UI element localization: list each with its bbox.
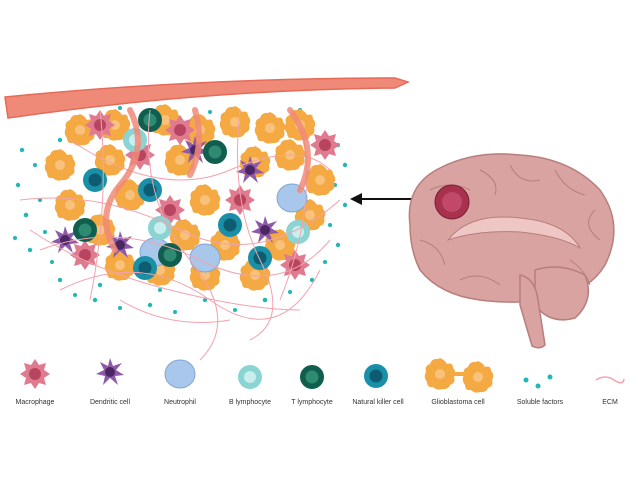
brain-illustration	[408, 153, 615, 349]
legend-b-lymphocyte-icon	[238, 365, 262, 389]
legend-label-nk-cell: Natural killer cell	[352, 399, 404, 406]
legend-ecm-icon	[595, 376, 625, 384]
legend-label-glioblastoma-cell: Glioblastoma cell	[431, 399, 485, 406]
legend-icons	[20, 358, 625, 393]
legend-label-b-lymphocyte: B lymphocyte	[228, 399, 272, 406]
blood-vessel-branches	[103, 107, 311, 253]
legend-label-t-lymphocyte: T lymphocyte	[291, 399, 333, 406]
legend-label-ecm: ECM	[602, 399, 618, 406]
legend-neutrophil-icon	[164, 359, 196, 389]
legend-macrophage-icon	[20, 359, 50, 389]
legend-label-macrophage: Macrophage	[15, 399, 55, 406]
arrow-icon	[350, 193, 415, 205]
legend-dendritic-cell-icon	[96, 358, 124, 385]
corpus-callosum	[446, 216, 582, 250]
ecm-fibers	[19, 109, 341, 361]
brainstem	[519, 274, 546, 349]
cerebellum	[534, 266, 590, 321]
legend-label-neutrophil: Neutrophil	[164, 399, 196, 406]
legend-glioblastoma-icon	[424, 358, 494, 393]
legend-label-soluble-factors: Soluble factors	[516, 399, 564, 406]
legend-t-lymphocyte-icon	[300, 365, 324, 389]
tumor-microenvironment	[4, 77, 411, 361]
blood-vessel	[4, 77, 411, 119]
legend-soluble-factors-icon	[523, 374, 553, 389]
legend-nk-cell-icon	[364, 364, 388, 388]
legend-label-dendritic-cell: Dendritic cell	[89, 399, 131, 406]
